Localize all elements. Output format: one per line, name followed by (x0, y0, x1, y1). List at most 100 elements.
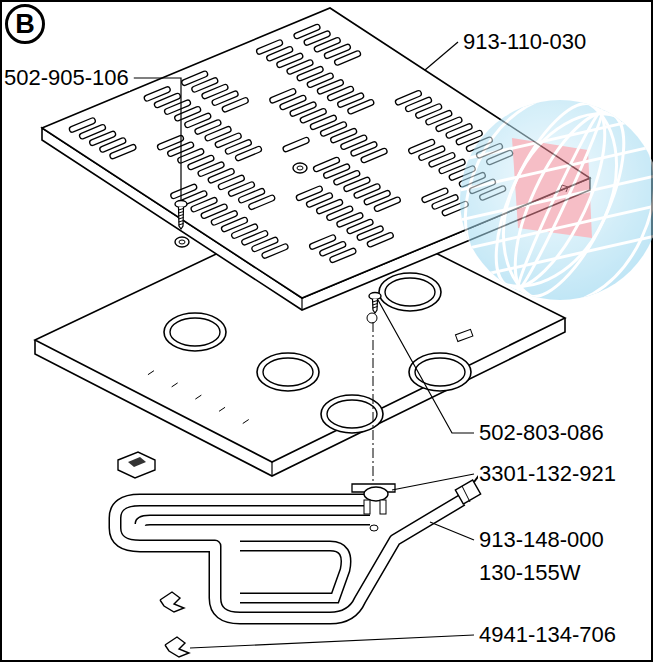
slot-outline (238, 149, 258, 157)
slot-outline (425, 191, 445, 199)
slot-outline (204, 207, 224, 215)
slot-inner (300, 69, 320, 77)
slot-inner (422, 149, 442, 157)
slot-inner (160, 138, 180, 146)
slot-outline (337, 174, 357, 182)
slot-inner (82, 128, 102, 136)
slot-outline (412, 142, 432, 150)
screw-thread (179, 224, 184, 226)
slot-inner (201, 165, 221, 173)
slot-inner (191, 158, 211, 166)
slot-inner (330, 89, 350, 97)
tray-hole (164, 313, 226, 351)
slot-outline (459, 133, 479, 141)
slot-inner (333, 251, 353, 259)
slot-outline (309, 196, 329, 204)
slot-inner (337, 54, 357, 62)
slot-inner (181, 152, 201, 160)
slot-inner (167, 103, 187, 111)
screw-head (369, 293, 381, 300)
slot-inner (238, 149, 258, 157)
slot-outline (422, 149, 442, 157)
slot-inner (425, 191, 445, 199)
slot-outline (330, 89, 350, 97)
slot-outline (255, 240, 275, 248)
slot-inner (340, 216, 360, 224)
slot-inner (265, 247, 285, 255)
screw-thread (179, 221, 184, 223)
slot-outline (320, 83, 340, 91)
screw-thread (179, 209, 184, 211)
slot-inner (270, 50, 290, 58)
slot-inner (185, 74, 205, 82)
slot-outline (252, 198, 272, 206)
slot-outline (147, 90, 167, 98)
slot-inner (350, 222, 370, 230)
plate-slots (72, 27, 509, 259)
slot-outline (228, 143, 248, 151)
slot-outline (225, 101, 245, 109)
slot-inner (459, 133, 479, 141)
part-number: 913-110-030 (462, 29, 587, 55)
slot-outline (300, 69, 320, 77)
slot-outline (367, 193, 387, 201)
screw-shaft (179, 207, 184, 229)
slot-inner (439, 120, 459, 128)
slot-inner (357, 187, 377, 195)
slot-outline (174, 187, 194, 195)
slot-inner (408, 100, 428, 108)
tray-hole-inner (263, 358, 313, 386)
slot-inner (286, 140, 306, 148)
slot-outline (270, 50, 290, 58)
slot-outline (93, 134, 113, 142)
slot-inner (412, 142, 432, 150)
slot-outline (185, 74, 205, 82)
slot-inner (337, 174, 357, 182)
part-number: 502-905-106 (3, 65, 130, 91)
slot-outline (307, 34, 327, 42)
tray-hole (257, 353, 319, 391)
plate-hole-inner (297, 166, 303, 170)
slot-outline (344, 138, 364, 146)
part-number: 4941-134-706 (478, 622, 617, 648)
slot-outline (333, 251, 353, 259)
slot-inner (367, 193, 387, 201)
screw-thread (373, 301, 378, 303)
slot-outline (351, 103, 371, 111)
element-nut (455, 480, 480, 504)
tray-tick (172, 383, 178, 387)
slot-outline (432, 156, 452, 164)
slot-outline (330, 209, 350, 217)
slot-inner (204, 207, 224, 215)
slot-inner (313, 238, 333, 246)
slot-outline (208, 129, 228, 137)
leader-line (430, 522, 474, 540)
slot-outline (320, 202, 340, 210)
slot-outline (313, 238, 333, 246)
slot-outline (157, 96, 177, 104)
slot-inner (341, 96, 361, 104)
slot-outline (191, 158, 211, 166)
slot-outline (259, 43, 279, 51)
slot-outline (293, 105, 313, 113)
globe-grid (436, 71, 653, 328)
slot-inner (303, 112, 323, 120)
screw-thread (179, 212, 184, 214)
tray-hole-inner (170, 318, 220, 346)
slot-inner (224, 220, 244, 228)
slot-inner (194, 200, 214, 208)
plate-hole-inner (179, 240, 185, 244)
slot-outline (280, 56, 300, 64)
slot-outline (194, 200, 214, 208)
leader-line (378, 300, 474, 433)
element-tube-outline (115, 500, 462, 618)
slot-inner (449, 127, 469, 135)
slot-inner (218, 136, 238, 144)
slot-inner (432, 156, 452, 164)
slot-outline (215, 94, 235, 102)
plate-hole (293, 163, 307, 173)
leader-line (392, 474, 474, 490)
screw (175, 201, 187, 230)
screw-thread (179, 215, 184, 217)
slot-outline (360, 229, 380, 237)
